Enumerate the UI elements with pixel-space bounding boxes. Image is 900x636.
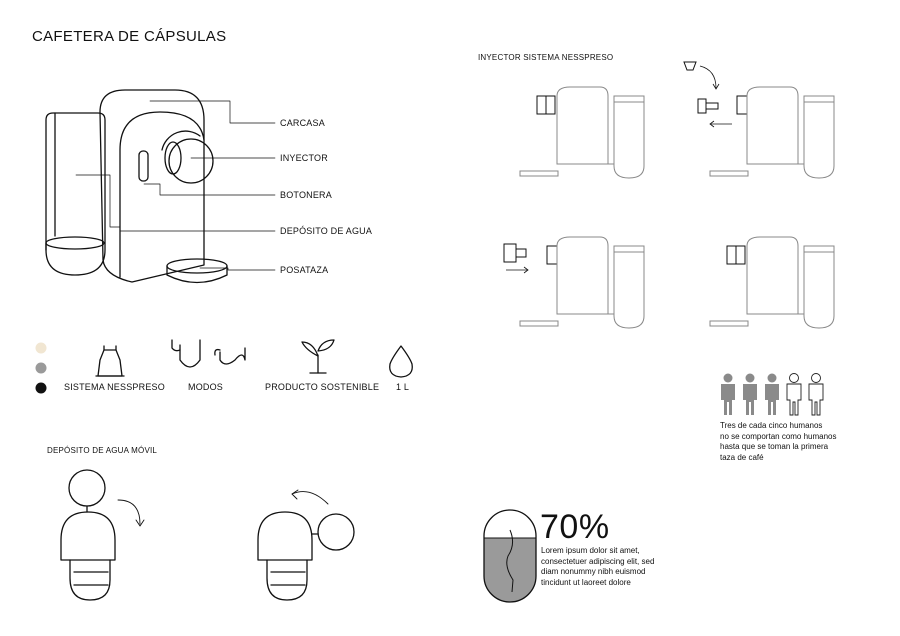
- sprout-icon: [301, 339, 335, 374]
- arrow-icon: [291, 491, 329, 505]
- person-icon: [743, 373, 757, 415]
- percentage-capsule: [483, 509, 537, 603]
- stat-line-1: Lorem ipsum dolor sit amet,: [541, 546, 640, 555]
- coffee-machine-drawing: [45, 89, 228, 284]
- stat-line-3: diam nonummy nibh euismod: [541, 567, 646, 576]
- modes-icon: [171, 339, 246, 368]
- feature-sistema: SISTEMA NESSPRESO: [64, 382, 165, 392]
- quote-line-1: Tres de cada cinco humanos: [720, 421, 823, 430]
- section-inyector: INYECTOR SISTEMA NESSPRESO: [478, 53, 614, 62]
- label-deposito: DEPÓSITO DE AGUA: [280, 226, 373, 236]
- person-icon: [721, 373, 735, 415]
- feature-sostenible: PRODUCTO SOSTENIBLE: [265, 382, 380, 392]
- injector-step-3: [503, 236, 645, 329]
- person-icon: [765, 373, 779, 415]
- page-title: CAFETERA DE CÁPSULAS: [32, 28, 227, 45]
- button-panel-shape: [138, 150, 149, 182]
- injector-step-1: [519, 86, 645, 179]
- machine-body: [99, 89, 205, 283]
- person-icon: [808, 373, 824, 416]
- label-botonera: BOTONERA: [280, 190, 332, 200]
- injector-step-2: [683, 61, 835, 179]
- people-group: [721, 373, 824, 416]
- water-drop-icon: [389, 345, 413, 378]
- stat-value: 70%: [540, 508, 610, 546]
- feature-capacidad: 1 L: [396, 382, 410, 392]
- quote-line-4: taza de café: [720, 452, 764, 462]
- cup-tray-shape: [166, 258, 228, 284]
- stat-line-2: consectetuer adipiscing elit, sed: [541, 556, 655, 566]
- label-inyector: INYECTOR: [280, 153, 328, 163]
- quote-text: Tres de cada cinco humanos no se comport…: [720, 421, 837, 463]
- label-posataza: POSATAZA: [280, 265, 329, 275]
- arrow-icon: [117, 499, 141, 525]
- water-tank: [45, 112, 106, 276]
- feature-modos: MODOS: [188, 382, 224, 392]
- leader-lines: [75, 100, 276, 271]
- color-swatch-black: [35, 382, 47, 394]
- quote-line-3: hasta que se toman la primera: [720, 442, 829, 451]
- mobile-tank-sequence-1: [60, 469, 145, 601]
- injector-step-4: [709, 236, 835, 329]
- stat-line-4: tincidunt ut laoreet dolore: [541, 577, 631, 587]
- person-icon: [786, 373, 802, 416]
- injector-sequence: [503, 61, 835, 329]
- color-swatch-cream: [35, 342, 47, 354]
- capsule-icon: [95, 345, 125, 377]
- stat-description: Lorem ipsum dolor sit amet, consectetuer…: [541, 546, 654, 588]
- mobile-tank-sequence-2: [257, 489, 355, 601]
- injector-shape: [161, 130, 214, 184]
- section-deposito-movil: DEPÓSITO DE AGUA MÓVIL: [47, 446, 158, 455]
- quote-line-2: no se comportan como humanos: [720, 431, 837, 441]
- label-carcasa: CARCASA: [280, 118, 325, 128]
- color-swatch-grey: [35, 362, 47, 374]
